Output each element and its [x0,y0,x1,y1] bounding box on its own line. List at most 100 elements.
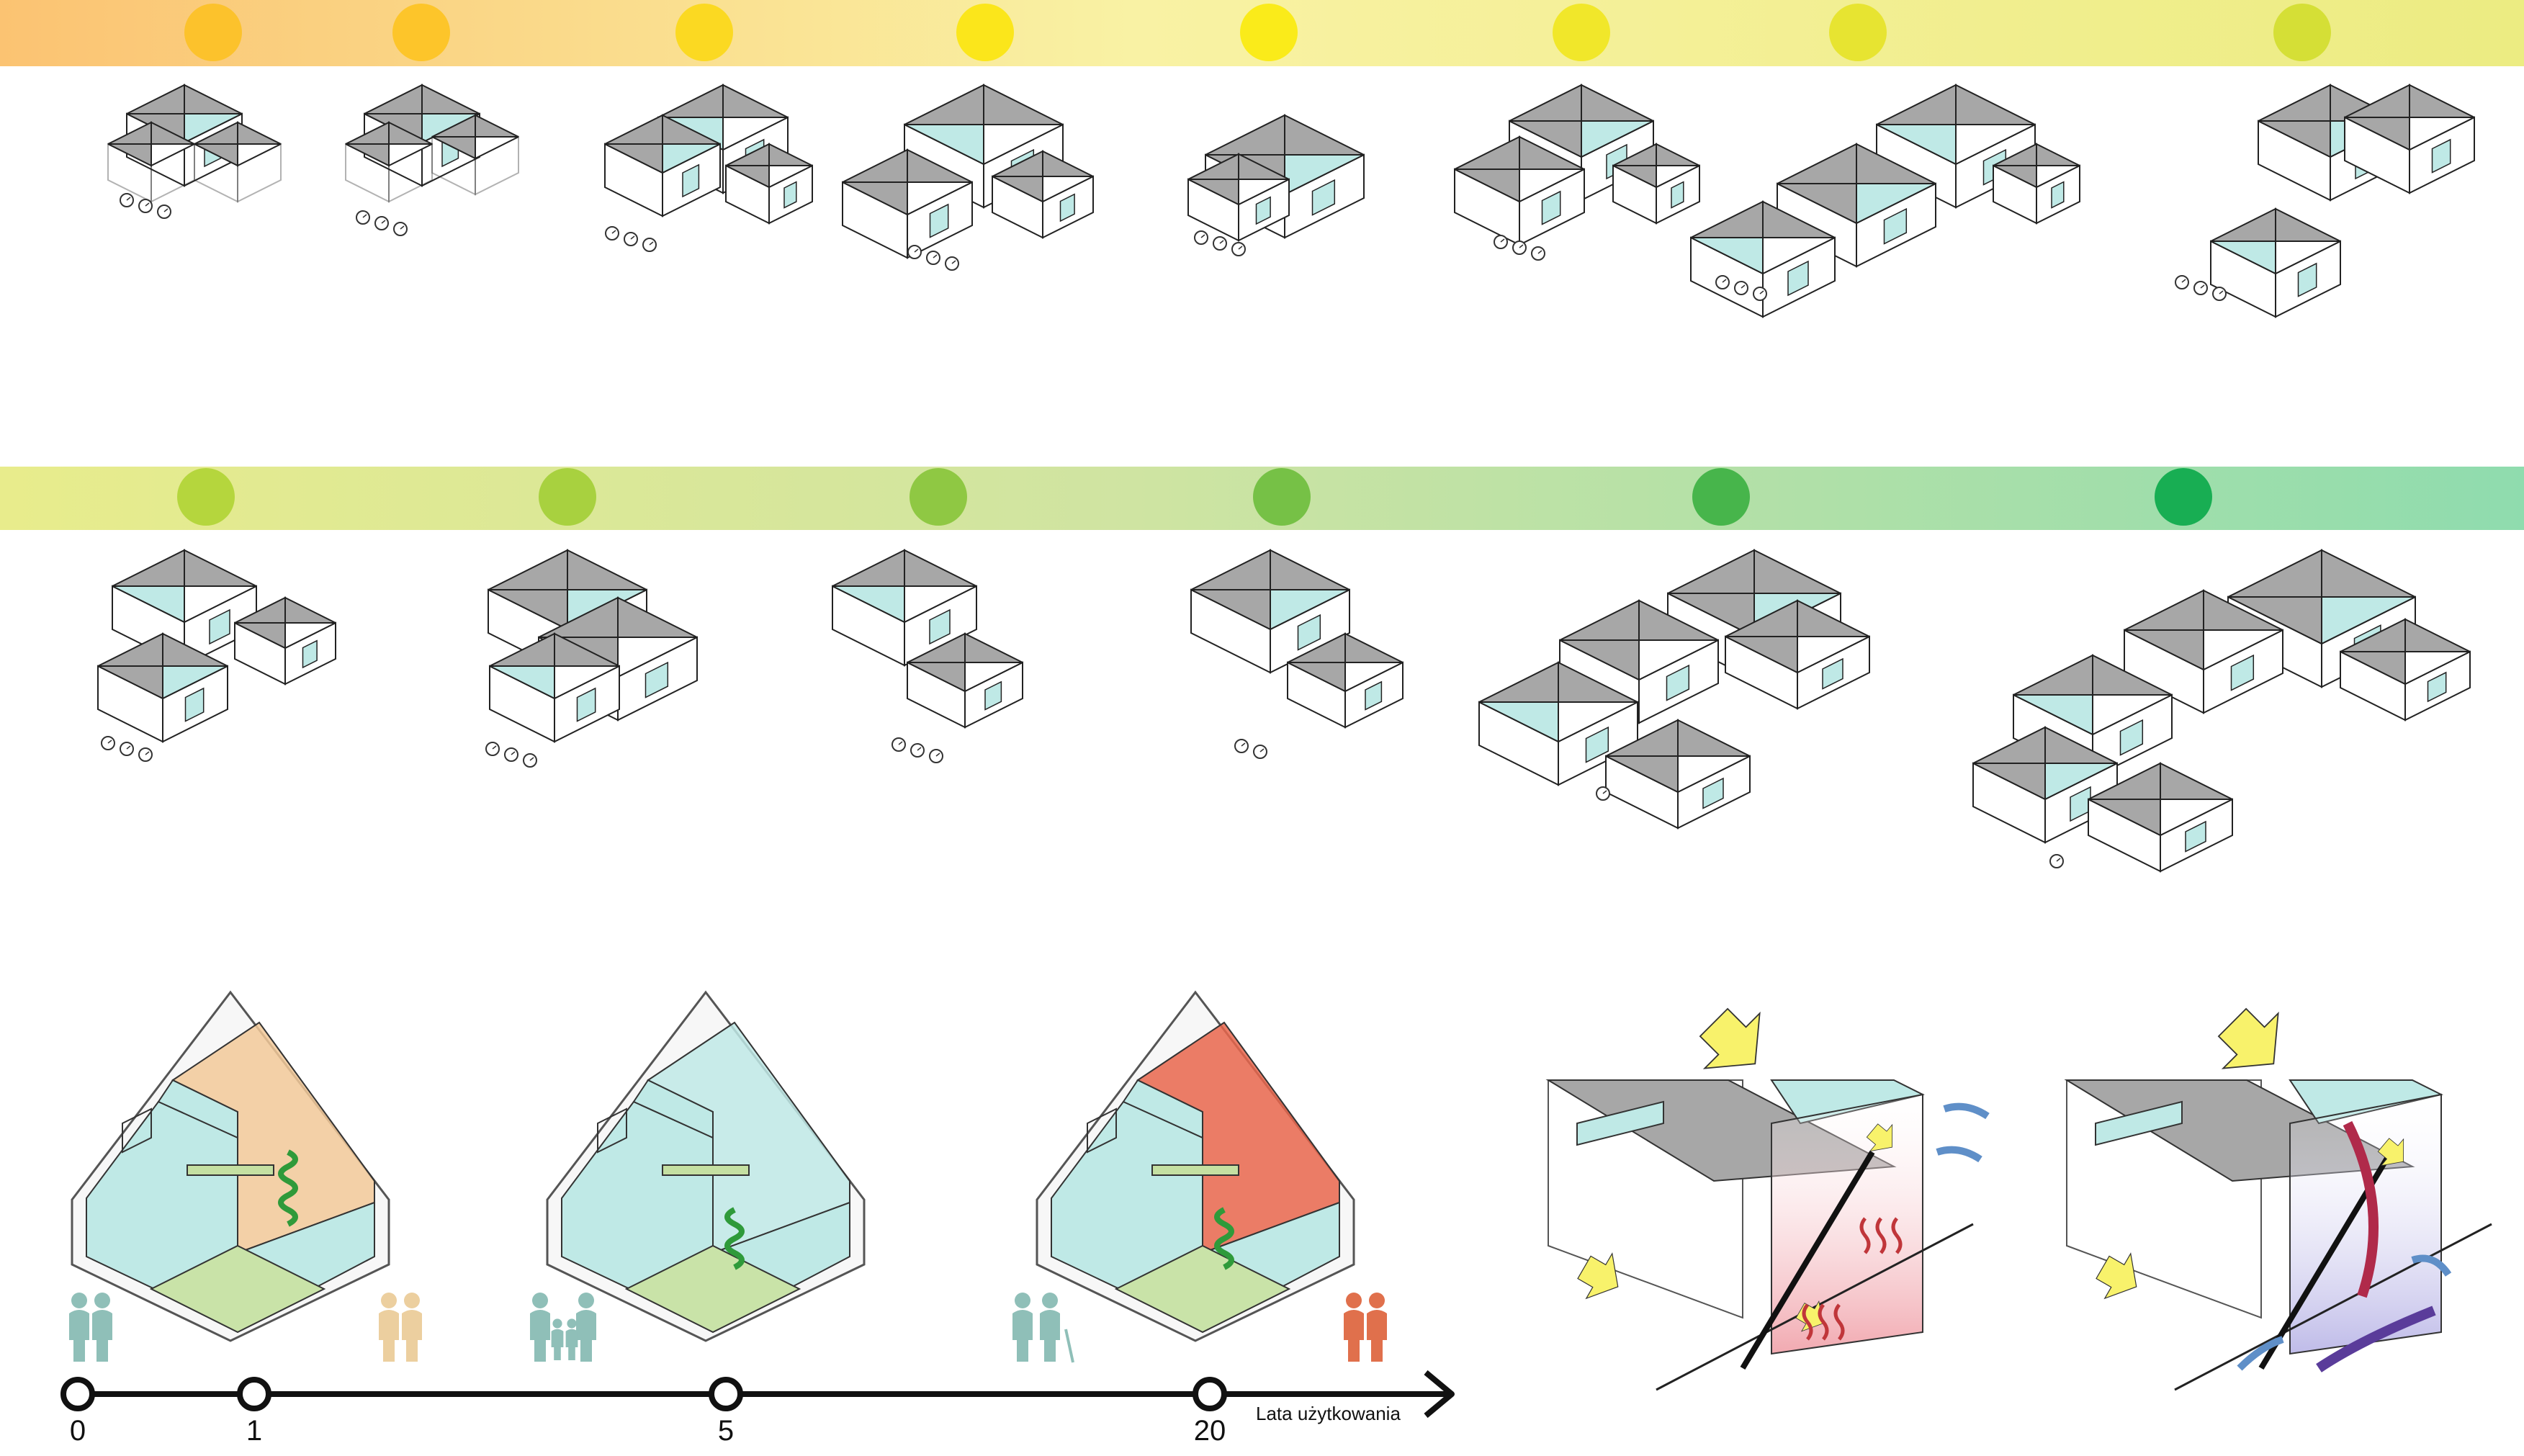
module-roof-back [768,143,813,166]
module-roof-front-right [1955,124,2036,166]
stage-dot [392,4,450,61]
clock-hand [145,202,150,207]
adaptable-module [546,990,866,1342]
clock-hand [933,254,938,259]
clock-hand [935,752,940,757]
clock-hand [2200,284,2205,289]
person-body [92,1310,112,1362]
clock-hand [914,248,919,253]
sun-arrow [1699,1007,1761,1069]
module-roof-left [1205,114,1285,156]
stage-dot [2155,468,2212,526]
house-cluster [604,84,813,252]
module-window [783,181,797,209]
wind-arrow [1936,1146,1982,1163]
module-window [984,680,1002,711]
module-roof-front-right [2036,165,2080,189]
adaptable-module [1036,990,1355,1342]
module-window [2230,654,2255,691]
module-roof-back [237,121,282,145]
module-roof-front-right [2404,651,2471,686]
house-cluster [1478,549,1870,830]
adaptable-module-diagrams [69,990,1387,1363]
module-roof-front-right [1638,639,1719,681]
couple-icon [1344,1293,1387,1362]
module-window [184,687,205,722]
clock-hand [611,230,616,234]
module-roof-back [722,84,789,118]
house-cluster [2175,84,2475,318]
module-window [2119,719,2144,756]
module-window [1702,777,1724,809]
section-window [1576,1100,1664,1146]
module-window [1585,726,1609,763]
section-interior [1771,1093,1923,1355]
person-head [1015,1293,1030,1308]
module-roof-back [1284,114,1365,156]
module-roof-left [1667,549,1755,594]
section-ground [1656,1223,1974,1391]
module-roof-left [1509,84,1582,122]
house-cluster [107,84,282,219]
section-glazing-frame [1740,1150,1875,1370]
module-roof-left [657,84,724,118]
section-ground [2174,1223,2492,1391]
module-roof-front-right [1238,179,1290,206]
person-body [69,1310,89,1362]
house-cluster [1190,549,1404,759]
clock-hand [362,214,367,218]
module-roof-back [421,84,480,114]
section-cooling [2064,1007,2492,1391]
module-roof-back [184,84,243,114]
timeline-tick-0: 0 [70,1415,86,1447]
module-roof-back [1344,632,1404,663]
stage-dot [539,468,596,526]
timeline-arrowhead [1424,1370,1455,1419]
clock-hand [126,197,131,201]
heat-wave-icon [1891,1217,1903,1254]
airflow-warm-arrow [2343,1120,2379,1298]
house-evolution-bottom-row [97,549,2471,873]
module-roof-front-right [904,585,977,624]
module-roof-left [1972,726,2046,764]
clock-hand [163,208,169,212]
module-window [1255,196,1271,225]
module-window [1666,664,1690,701]
module-window [122,1107,152,1154]
clock-hand [630,235,635,240]
module-roof-front-right [2321,596,2416,645]
heat-wave-icon [1802,1303,1813,1341]
module-window [2297,262,2317,297]
person-head [552,1318,562,1329]
module-roof-left [1876,84,1957,125]
person-body [402,1310,422,1362]
module-roof-front-right [1856,183,1936,225]
clock-hand [2219,290,2224,295]
section-heating [1545,1007,1990,1391]
module-roof-front-right [2092,694,2173,736]
module-roof-back [2160,762,2233,800]
heat-wave-icon [1818,1303,1829,1341]
module-window [682,163,700,198]
module-window [1671,181,1684,209]
module-roof-front-left [345,143,390,167]
module-window [645,661,669,698]
stage-dot [177,468,235,526]
mezzanine-slab [662,1164,750,1176]
module-roof-left [1190,549,1271,590]
mezzanine-slab [187,1164,274,1176]
module-roof-back [1955,84,2036,125]
module-roof-front-right [907,181,973,216]
module-roof-left [1777,143,1857,184]
person-head [567,1318,577,1329]
person-head [1369,1293,1385,1308]
module-roof-left [1559,599,1640,641]
stage-dot [1692,468,1750,526]
person-head [381,1293,397,1308]
module-roof-front-right [284,622,336,650]
clock-hand [1759,290,1764,295]
module-window [209,608,230,645]
house-cluster [345,84,519,236]
ground-floor [1114,1244,1291,1334]
module-roof-back [2036,143,2080,166]
